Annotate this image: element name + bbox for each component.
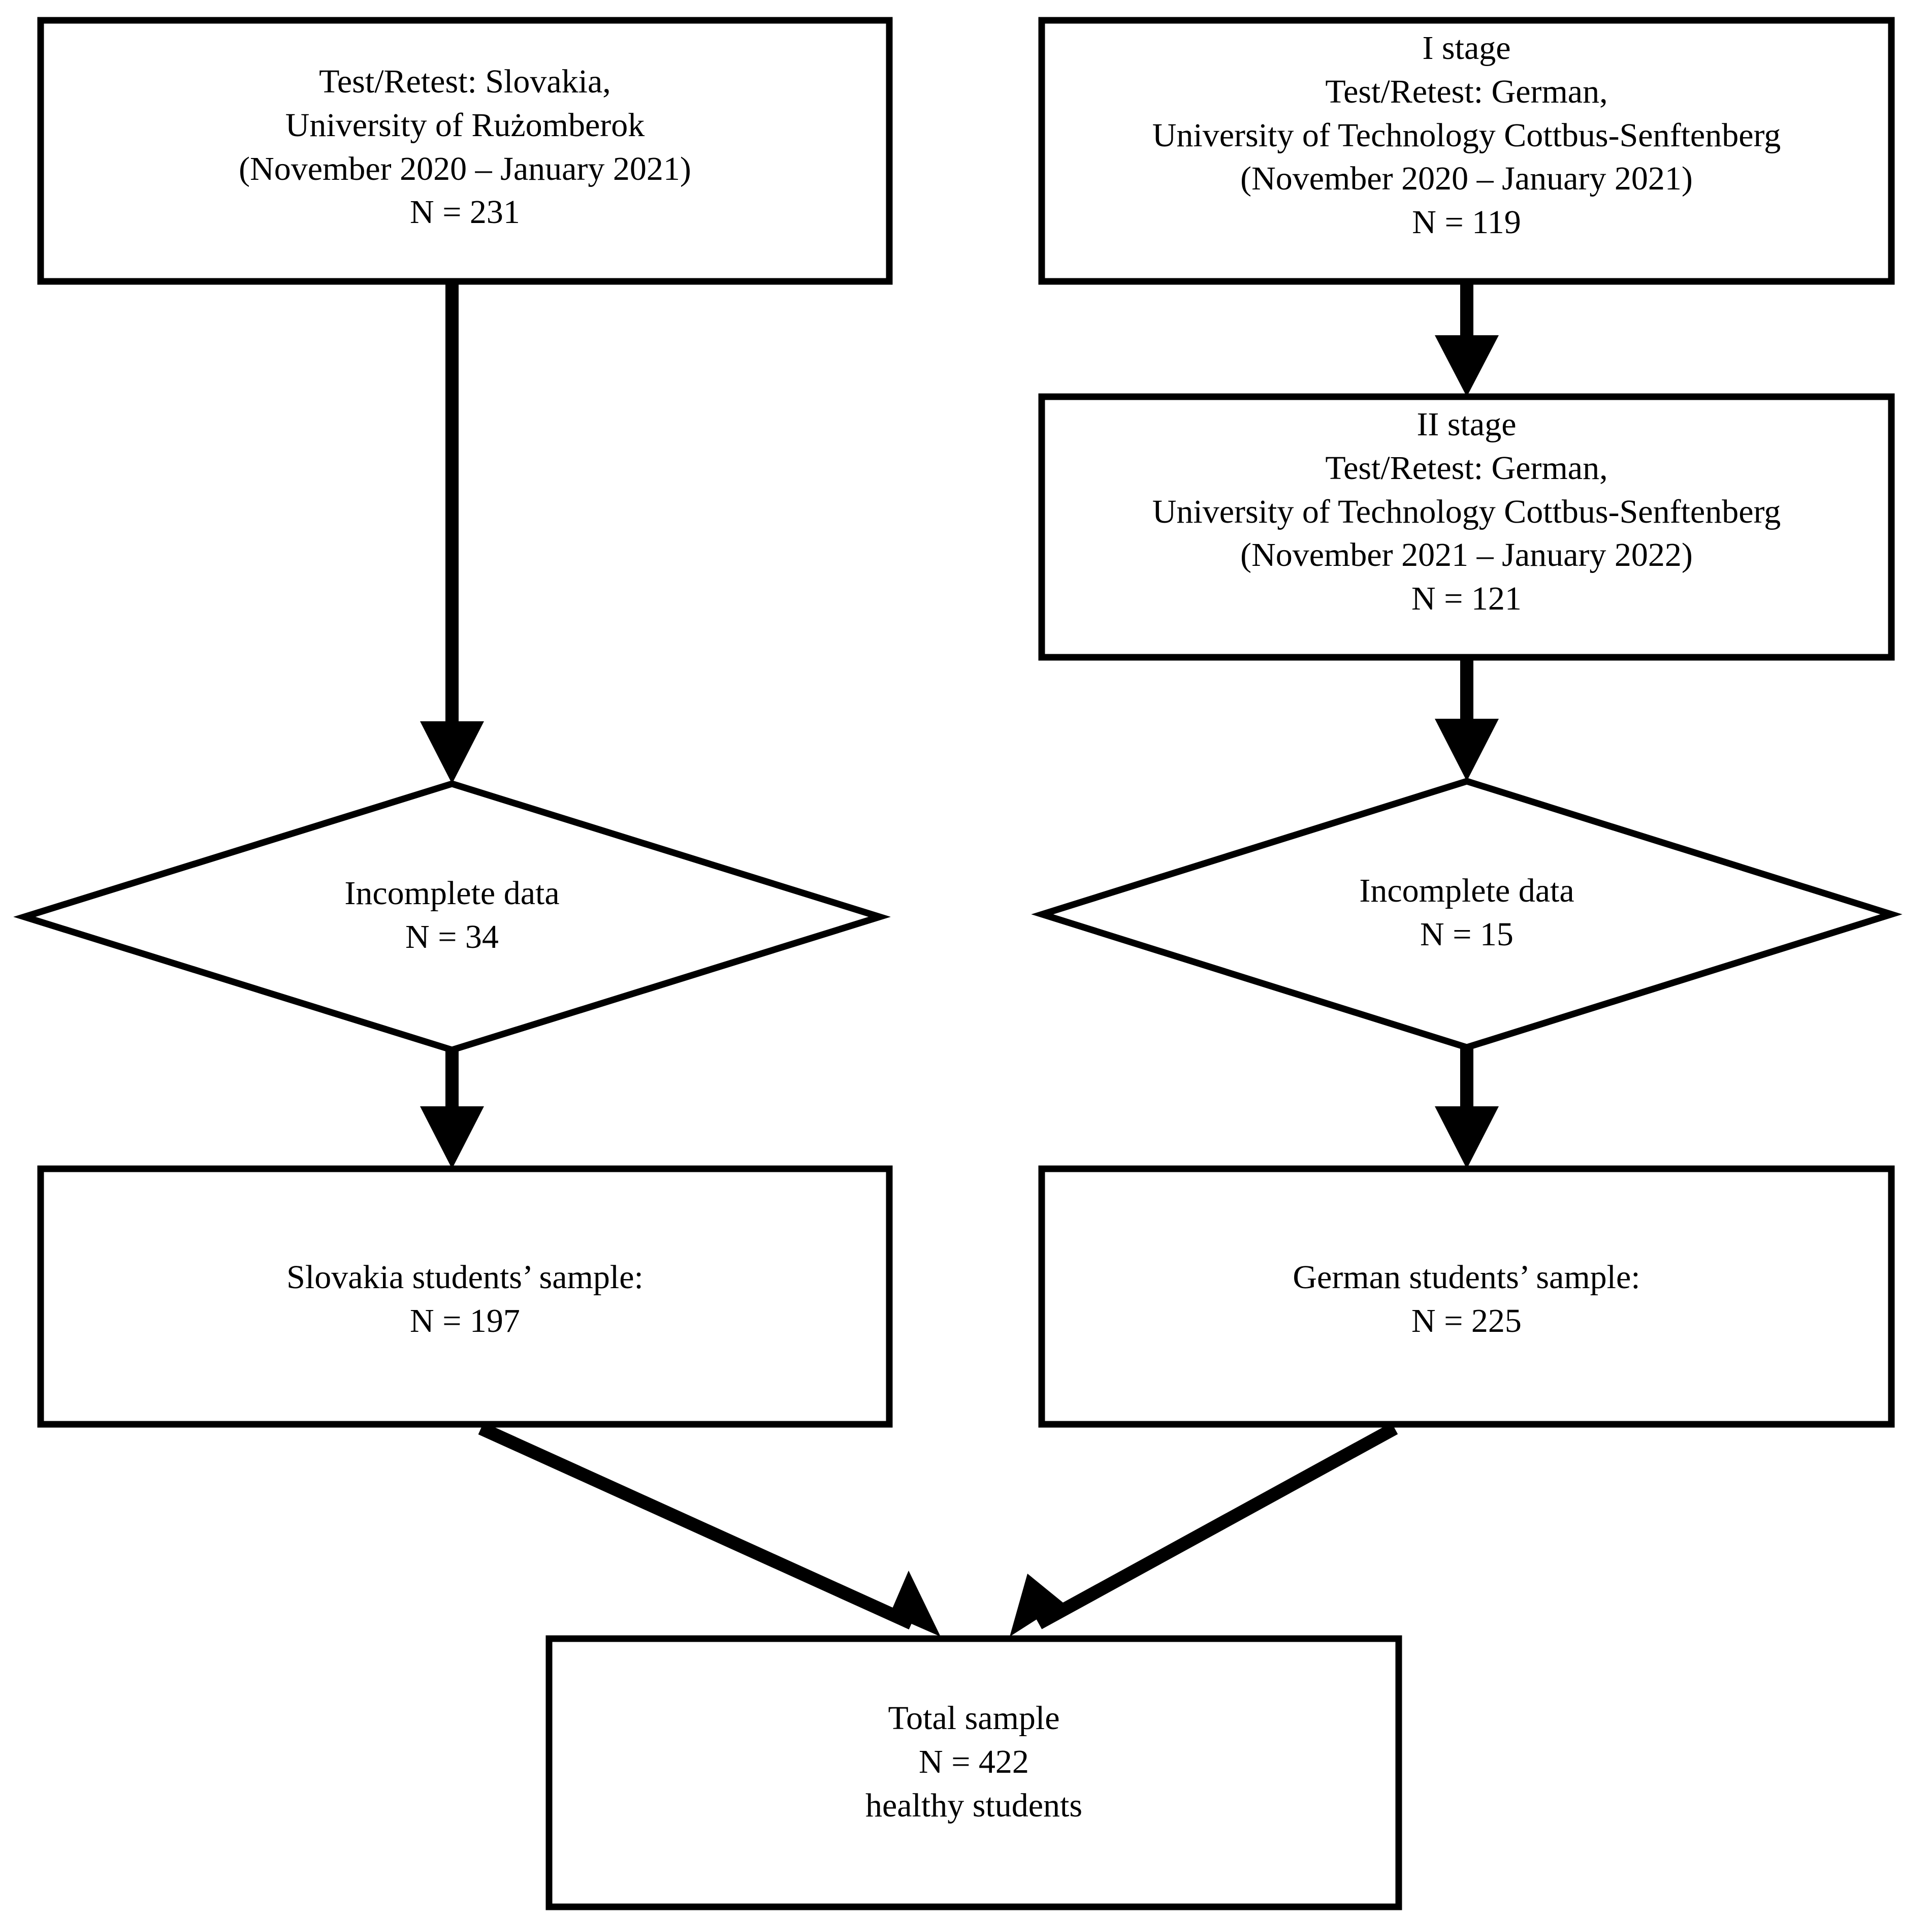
node-diamond-german-incomplete: [1031, 778, 1903, 1051]
node-box-german-sample: [1038, 1165, 1895, 1428]
edge-slovakia-incomplete-to-sample: [420, 1050, 484, 1169]
node-box-german-stage-1: [1038, 17, 1895, 285]
node-box-slovakia-sample: [37, 1165, 893, 1428]
edge-slovakia-sample-to-total: [478, 1422, 941, 1637]
node-box-total-sample: [545, 1635, 1402, 1910]
node-box-slovakia-source: [37, 17, 893, 285]
edge-slovakia-to-incomplete: [420, 281, 484, 784]
edge-german-incomplete-to-sample: [1435, 1047, 1499, 1169]
edge-german-sample-to-total: [1010, 1422, 1398, 1637]
node-box-german-stage-2: [1038, 393, 1895, 661]
edge-stage2-to-incomplete: [1435, 657, 1499, 781]
node-diamond-slovakia-incomplete: [13, 780, 891, 1053]
edge-stage1-to-stage2: [1435, 281, 1499, 397]
